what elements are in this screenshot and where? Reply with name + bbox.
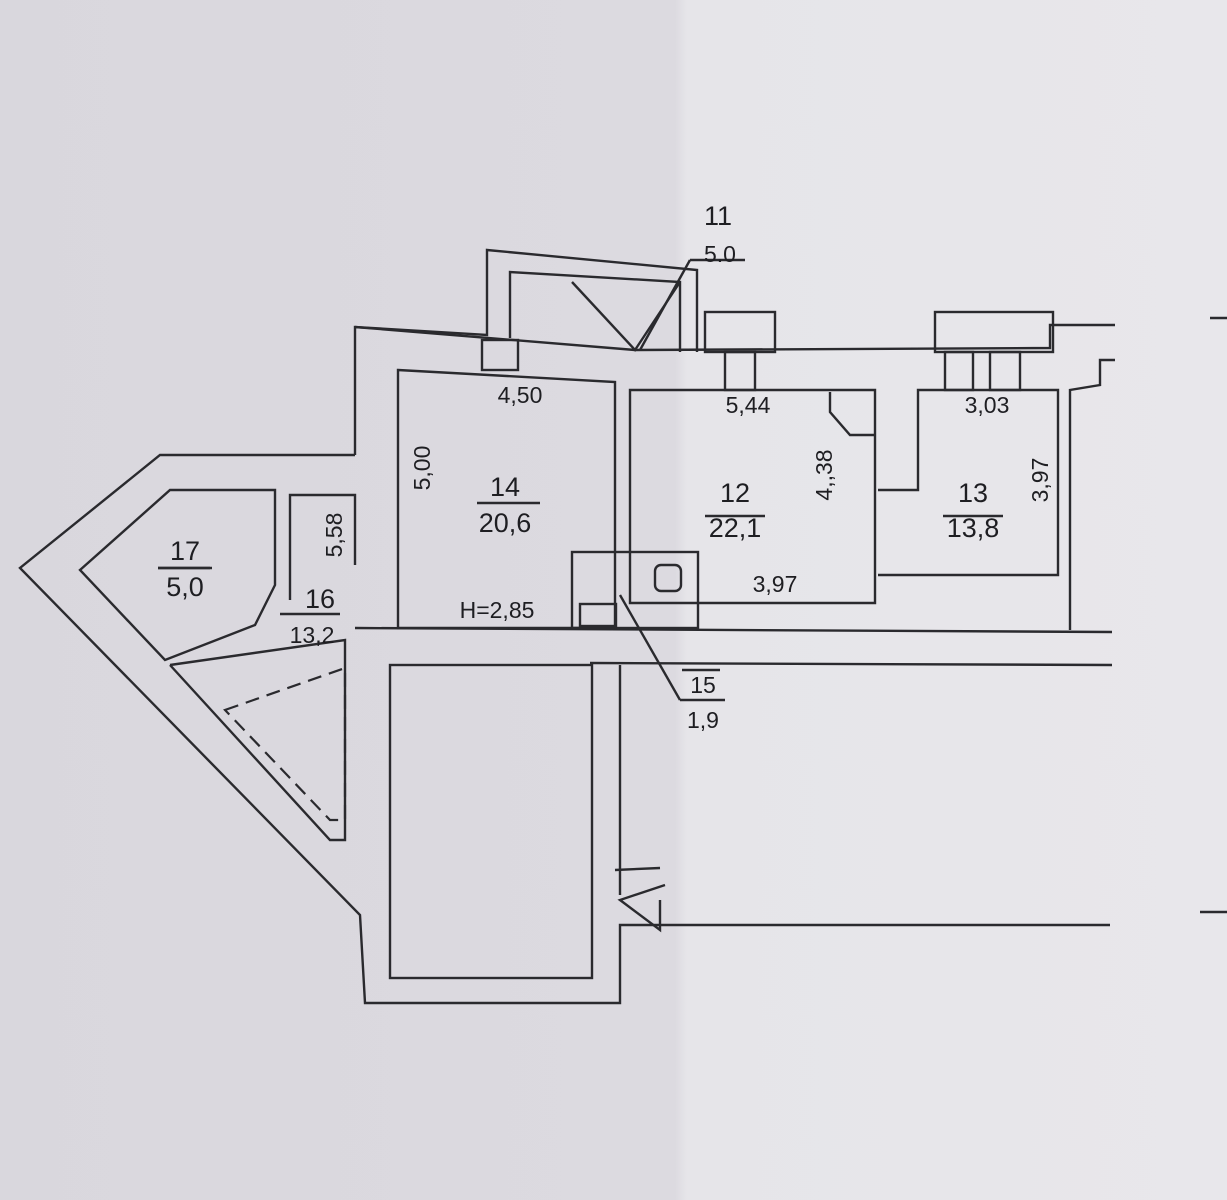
svg-text:3,97: 3,97 — [1027, 458, 1053, 503]
svg-text:15: 15 — [690, 672, 716, 698]
svg-text:5.0: 5.0 — [704, 241, 736, 267]
room-16-label: 16 13,2 — [290, 584, 335, 648]
svg-text:5,58: 5,58 — [321, 513, 347, 558]
svg-text:22,1: 22,1 — [709, 513, 762, 543]
room-12-label: 12 22,1 — [709, 478, 762, 543]
room-17-label: 17 5,0 — [158, 536, 212, 602]
svg-text:5,0: 5,0 — [166, 572, 204, 602]
svg-text:13: 13 — [958, 478, 988, 508]
svg-text:11: 11 — [704, 201, 732, 231]
svg-text:5,44: 5,44 — [726, 392, 771, 418]
svg-text:H=2,85: H=2,85 — [460, 597, 535, 623]
svg-text:12: 12 — [720, 478, 750, 508]
svg-text:4,50: 4,50 — [498, 382, 543, 408]
svg-text:13,2: 13,2 — [290, 622, 335, 648]
svg-text:4,,38: 4,,38 — [811, 449, 837, 500]
svg-text:3,03: 3,03 — [965, 392, 1010, 418]
svg-text:17: 17 — [170, 536, 200, 566]
svg-text:20,6: 20,6 — [479, 508, 532, 538]
room-13-label: 13 13,8 — [947, 478, 1000, 543]
walls — [18, 248, 1115, 1005]
svg-text:16: 16 — [305, 584, 335, 614]
room-14-label: 14 20,6 — [479, 472, 532, 538]
room-11-label: 11 5.0 — [704, 201, 736, 267]
svg-text:13,8: 13,8 — [947, 513, 1000, 543]
room-15-label: 15 1,9 — [687, 672, 719, 733]
svg-text:1,9: 1,9 — [687, 707, 719, 733]
svg-text:14: 14 — [490, 472, 520, 502]
svg-text:3,97: 3,97 — [753, 571, 798, 597]
svg-text:5,00: 5,00 — [409, 446, 435, 491]
dimensions: 4,50 5,00 H=2,85 5,44 4,,38 3,97 3,03 3,… — [321, 382, 1053, 623]
